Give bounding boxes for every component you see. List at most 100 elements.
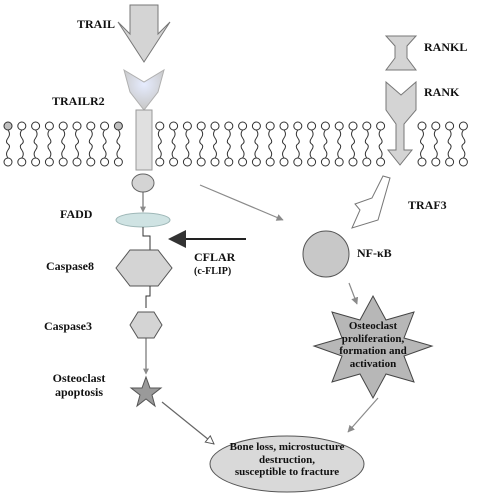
- membrane-lipid-tail: [282, 129, 286, 145]
- membrane-lipid-tail: [295, 129, 300, 145]
- membrane-lipid-tail: [47, 143, 52, 159]
- membrane-lipid-tail: [433, 129, 438, 145]
- membrane-lipid-head: [17, 157, 27, 167]
- membrane-lipid-head: [3, 121, 13, 131]
- membrane-lipid-tail: [88, 129, 93, 145]
- fadd-label: FADD: [60, 207, 93, 221]
- membrane-lipid-head: [210, 121, 220, 131]
- membrane-lipid-head: [113, 121, 123, 131]
- membrane-lipid-tail: [157, 129, 162, 145]
- nfkb-circle: [302, 230, 350, 278]
- osteoclast-apoptosis-label: Osteoclast apoptosis: [44, 371, 114, 400]
- traf3-label: TRAF3: [408, 198, 447, 212]
- membrane-lipid-tail: [157, 143, 162, 159]
- membrane-lipid-tail: [199, 129, 204, 145]
- membrane-lipid-tail: [323, 129, 328, 145]
- membrane-lipid-head: [86, 121, 96, 131]
- membrane-lipid-head: [376, 121, 386, 131]
- membrane-lipid-head: [238, 121, 248, 131]
- outcome-label: Bone loss, microstucture destruction, su…: [212, 441, 362, 479]
- cell-membrane: [3, 121, 468, 167]
- membrane-lipid-head: [251, 121, 261, 131]
- membrane-lipid-tail: [226, 129, 231, 145]
- membrane-lipid-tail: [6, 143, 10, 159]
- membrane-lipid-head: [362, 157, 372, 167]
- membrane-lipid-head: [224, 157, 234, 167]
- traf3-arrow-shape: [351, 175, 391, 229]
- membrane-lipid-head: [265, 157, 275, 167]
- membrane-lipid-head: [17, 121, 27, 131]
- membrane-lipid-head: [348, 157, 358, 167]
- membrane-lipid-head: [155, 157, 165, 167]
- membrane-lipid-tail: [295, 143, 300, 159]
- membrane-lipid-tail: [461, 129, 466, 145]
- osteoclast-apoptosis-star: [129, 375, 163, 408]
- membrane-lipid-head: [279, 157, 289, 167]
- membrane-lipid-tail: [213, 129, 217, 145]
- membrane-lipid-tail: [461, 143, 466, 159]
- membrane-lipid-head: [431, 121, 441, 131]
- apoptosis-line-1: Osteoclast: [52, 371, 106, 385]
- membrane-lipid-head: [279, 121, 289, 131]
- outcome-line-2: destruction,: [259, 453, 315, 466]
- caspase3-label: Caspase3: [44, 319, 93, 333]
- membrane-lipid-tail: [33, 129, 38, 145]
- nfkb-to-activation-arrow: [348, 282, 359, 305]
- membrane-lipid-tail: [33, 143, 38, 159]
- membrane-lipid-head: [458, 121, 468, 131]
- membrane-lipid-head: [72, 157, 82, 167]
- membrane-lipid-tail: [309, 143, 314, 159]
- membrane-lipid-head: [376, 157, 386, 167]
- fadd-to-caspase8-connector: [142, 227, 151, 250]
- membrane-lipid-tail: [433, 143, 438, 159]
- membrane-lipid-tail: [323, 143, 328, 159]
- trail-ligand-shape: [117, 4, 171, 63]
- membrane-lipid-tail: [337, 143, 342, 159]
- apoptosis-line-2: apoptosis: [54, 384, 104, 399]
- activation-line-4: activation: [349, 357, 397, 370]
- membrane-lipid-head: [238, 157, 248, 167]
- apoptosis-to-outcome-arrow: [161, 401, 214, 444]
- membrane-lipid-head: [224, 121, 234, 131]
- membrane-lipid-head: [445, 121, 455, 131]
- membrane-lipid-tail: [116, 143, 121, 159]
- trailr2-stem: [135, 109, 153, 171]
- membrane-lipid-tail: [61, 129, 66, 145]
- membrane-lipid-tail: [171, 129, 176, 145]
- rank-label: RANK: [424, 85, 460, 99]
- membrane-lipid-head: [113, 157, 123, 167]
- membrane-lipid-head: [320, 157, 330, 167]
- membrane-lipid-head: [458, 157, 468, 167]
- rank-receptor-shape: [385, 80, 417, 166]
- receptor-to-nfkb-arrow: [199, 184, 284, 221]
- membrane-lipid-tail: [268, 129, 273, 145]
- trailr2-receptor-head: [123, 68, 165, 111]
- trail-label: TRAIL: [77, 17, 116, 31]
- membrane-lipid-tail: [6, 129, 10, 145]
- membrane-lipid-tail: [75, 143, 79, 159]
- membrane-lipid-tail: [226, 143, 231, 159]
- membrane-lipid-head: [169, 121, 179, 131]
- membrane-lipid-tail: [378, 143, 383, 159]
- membrane-lipid-head: [320, 121, 330, 131]
- membrane-lipid-tail: [378, 129, 383, 145]
- membrane-lipid-head: [293, 121, 303, 131]
- outcome-line-1: Bone loss, microstucture: [229, 441, 345, 453]
- cflar-label: CFLAR: [194, 250, 236, 264]
- membrane-lipid-head: [44, 121, 54, 131]
- activation-line-1: Osteoclast: [348, 320, 398, 332]
- osteoclast-activation-label: Osteoclast proliferation, formation and …: [328, 320, 418, 371]
- caspase3-hexagon: [129, 311, 163, 339]
- membrane-lipid-tail: [309, 129, 314, 145]
- membrane-lipid-head: [334, 157, 344, 167]
- membrane-lipid-tail: [240, 143, 245, 159]
- membrane-lipid-tail: [254, 143, 259, 159]
- membrane-lipid-tail: [213, 143, 217, 159]
- activation-line-3: formation and: [339, 345, 407, 358]
- caspase8-hexagon: [115, 249, 173, 287]
- membrane-lipid-head: [31, 157, 41, 167]
- membrane-lipid-head: [100, 121, 110, 131]
- membrane-lipid-head: [155, 121, 165, 131]
